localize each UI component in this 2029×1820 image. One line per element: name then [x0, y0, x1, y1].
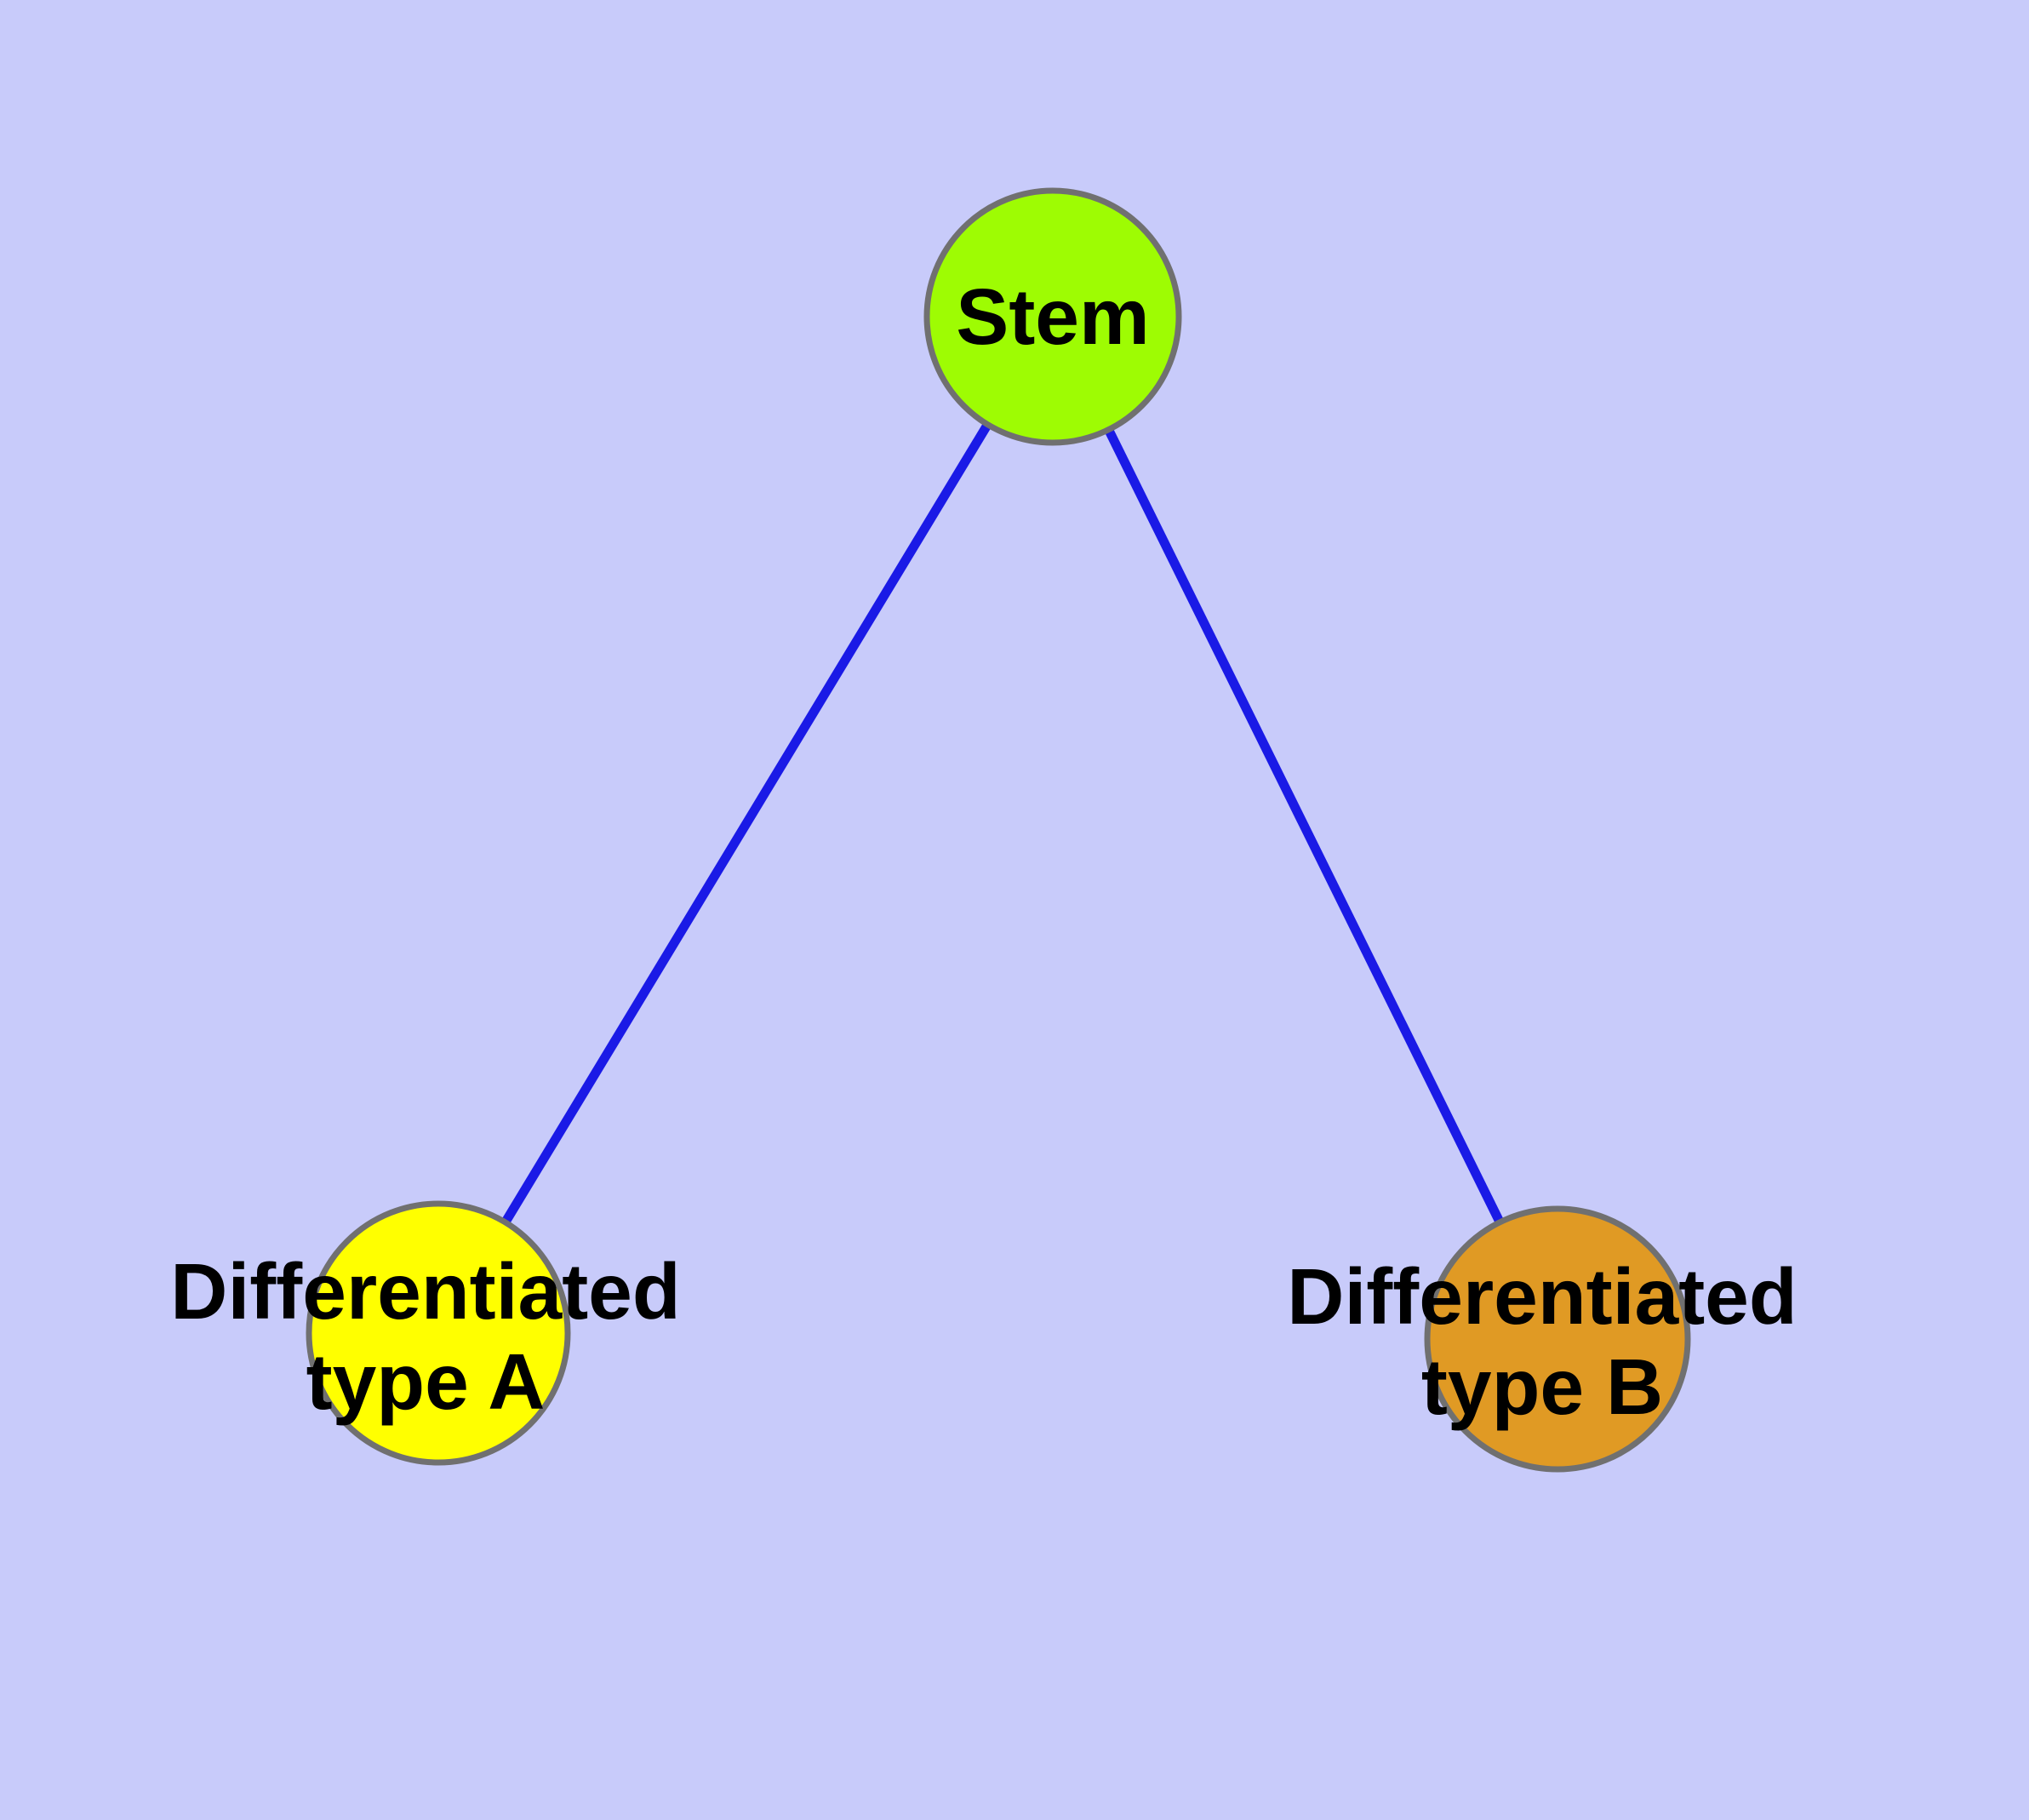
edges-layer: [434, 314, 1562, 1342]
nodes-layer: [306, 187, 1691, 1473]
edge-stem-to-differentiated-type-b[interactable]: [1049, 314, 1562, 1342]
node-differentiated-type-b[interactable]: [1424, 1205, 1691, 1473]
node-stem[interactable]: [923, 187, 1182, 446]
node-differentiated-type-a[interactable]: [306, 1200, 571, 1466]
edge-stem-to-differentiated-type-a[interactable]: [434, 314, 1057, 1336]
